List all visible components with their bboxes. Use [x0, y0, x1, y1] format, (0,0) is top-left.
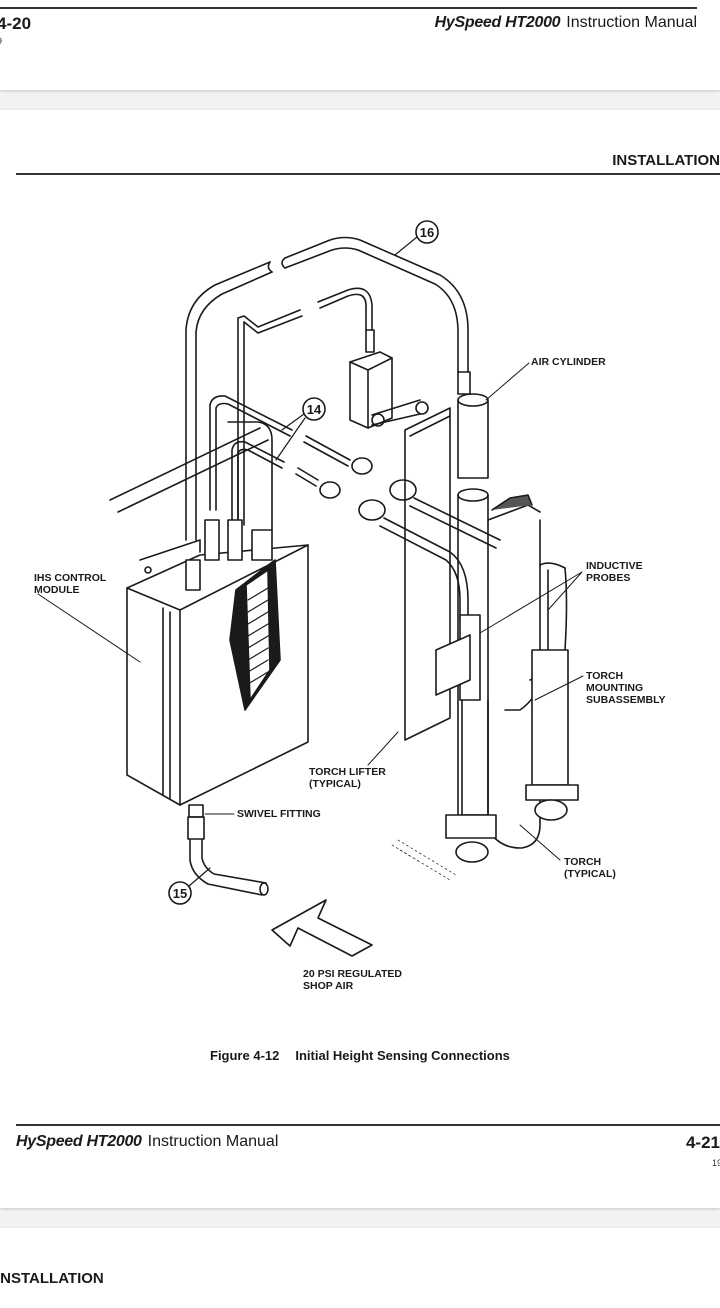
item-15-balloon: 15	[168, 867, 211, 905]
item-14-balloon: 14	[275, 397, 326, 461]
footer-rule	[16, 1124, 720, 1126]
solenoid-valve	[349, 351, 429, 429]
current-page: INSTALLATION	[0, 110, 720, 1208]
callout-line: SUBASSEMBLY	[586, 694, 666, 706]
callout-line: INDUCTIVE	[586, 560, 643, 572]
page-number: 4-20	[0, 14, 32, 33]
callout-line: TORCH	[564, 856, 602, 868]
callout-line: MOUNTING	[586, 682, 644, 694]
footer-rule	[0, 7, 697, 9]
callout-inductive-probes: INDUCTIVE PROBES	[586, 560, 643, 584]
callout-shop-air: 20 PSI REGULATED SHOP AIR	[303, 968, 402, 992]
figure-title: Initial Height Sensing Connections	[295, 1048, 510, 1063]
item-14-label: 14	[307, 402, 322, 417]
gantry-rail	[109, 421, 273, 531]
footer-manual-title: HySpeed HT2000 Instruction Manual	[16, 1133, 278, 1151]
item-16-label: 16	[420, 225, 434, 240]
callout-line: (TYPICAL)	[564, 868, 616, 880]
torch-assembly	[435, 494, 579, 863]
callout-line: MODULE	[34, 584, 80, 596]
callout-air-cylinder: AIR CYLINDER	[531, 356, 606, 368]
header-rule	[16, 173, 720, 175]
callout-line: TORCH	[586, 670, 624, 682]
figure-caption: Figure 4-12 Initial Height Sensing Connec…	[210, 1048, 510, 1063]
callout-line: PROBES	[586, 572, 631, 584]
callout-torch-mounting-subassembly: TORCH MOUNTING SUBASSEMBLY	[586, 670, 666, 706]
callout-leaders	[37, 362, 584, 861]
hose-15	[187, 804, 269, 896]
section-title: INSTALLATION	[612, 152, 720, 169]
manual-brand: HySpeed HT2000	[434, 14, 561, 31]
probe-cables-14	[209, 395, 501, 621]
work-surface-hatch	[391, 839, 457, 881]
next-page: INSTALLATION	[0, 1228, 720, 1308]
hose-16	[185, 236, 469, 541]
ihs-control-module	[126, 519, 309, 806]
callout-torch: TORCH (TYPICAL)	[564, 856, 616, 880]
callout-line: (TYPICAL)	[309, 778, 361, 790]
callout-torch-lifter: TORCH LIFTER (TYPICAL)	[309, 766, 386, 790]
manual-title-text: Instruction Manual	[566, 14, 697, 31]
item-16-balloon: 16	[394, 220, 439, 256]
shop-air-arrow	[271, 899, 373, 957]
figure-illustration: 16 14 15	[37, 220, 584, 957]
item-15-label: 15	[173, 886, 187, 901]
footnote-fragment: 9	[0, 36, 2, 46]
callout-line: IHS CONTROL	[34, 572, 107, 584]
callout-line: SHOP AIR	[303, 980, 354, 992]
callout-line: TORCH LIFTER	[309, 766, 386, 778]
manual-brand: HySpeed HT2000	[16, 1133, 142, 1150]
section-title: INSTALLATION	[0, 1270, 104, 1287]
figure-number: Figure 4-12	[210, 1048, 280, 1063]
callout-swivel-fitting: SWIVEL FITTING	[237, 808, 321, 820]
callout-line: 20 PSI REGULATED	[303, 968, 402, 980]
manual-title-text: Instruction Manual	[147, 1133, 279, 1150]
manual-title: HySpeed HT2000 Instruction Manual	[435, 14, 697, 32]
torch-lifter-plate	[404, 407, 451, 741]
previous-page: 4-20 9 HySpeed HT2000 Instruction Manual	[0, 0, 720, 90]
footnote-fragment: 19	[711, 1158, 720, 1168]
page-number: 4-21	[685, 1133, 720, 1152]
callout-ihs-control-module: IHS CONTROL MODULE	[34, 572, 106, 596]
